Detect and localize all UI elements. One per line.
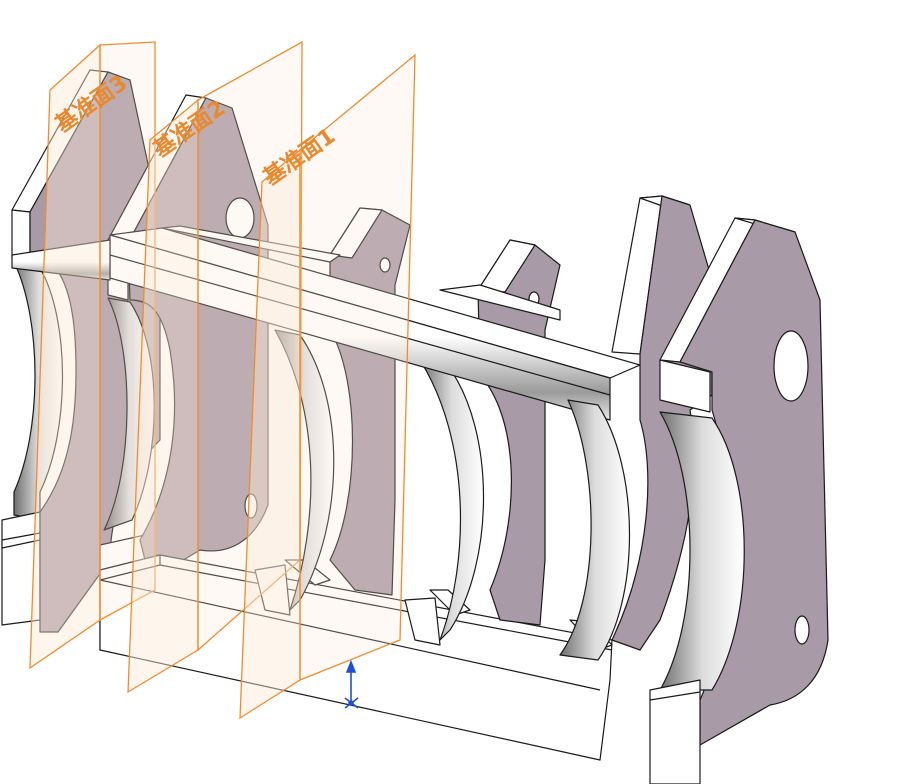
reference-plane-1[interactable] <box>239 53 416 720</box>
reference-plane-3[interactable] <box>29 41 156 670</box>
reference-planes[interactable] <box>29 40 416 720</box>
top-rail[interactable] <box>11 225 641 421</box>
reference-plane-2[interactable] <box>127 40 303 694</box>
plate-front-d[interactable] <box>649 217 829 784</box>
origin-triad-icon <box>344 659 359 709</box>
